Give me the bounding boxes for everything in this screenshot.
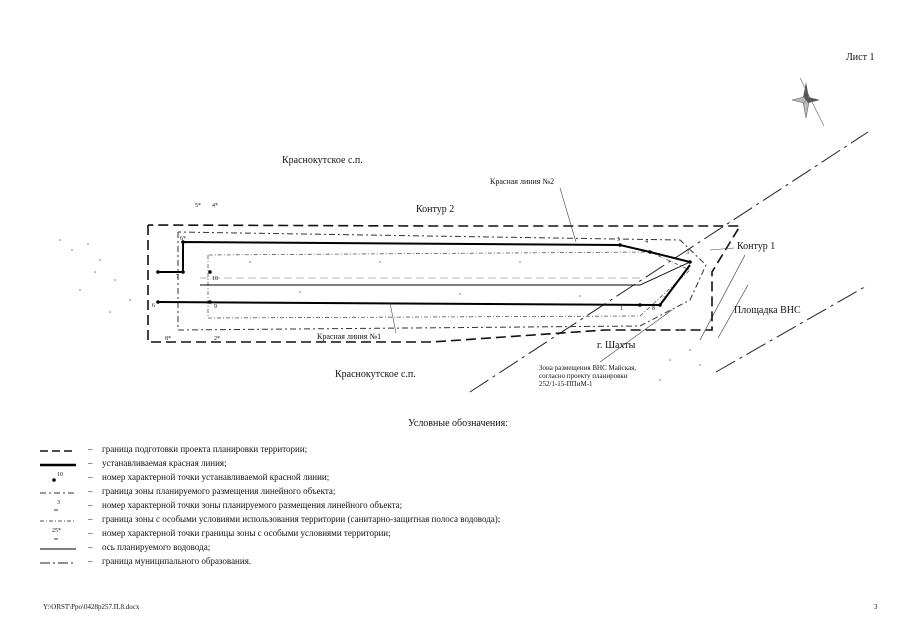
- municipal-boundary-line-2: [715, 284, 869, 373]
- point-label: 6*: [180, 236, 186, 242]
- project-boundary: [147, 224, 742, 343]
- point-label: 3: [686, 250, 689, 256]
- point-label: 8*: [165, 336, 171, 342]
- point-label: 1: [620, 306, 623, 312]
- point-label: 4*: [212, 203, 218, 209]
- legend-item: – граница зоны с особыми условиями испол…: [40, 514, 640, 528]
- point-label: 5*: [195, 203, 201, 209]
- point-label: 7: [176, 274, 179, 280]
- placement-zone-boundary: [177, 231, 707, 331]
- leader-contour-1: [709, 247, 735, 251]
- legend-item: – ось планируемого водовода;: [40, 542, 640, 556]
- legend-item: 10 – номер характерной точки устанавлива…: [40, 472, 640, 486]
- municipal-boundary-line: [469, 131, 869, 393]
- sheet-label: Лист 1: [846, 52, 875, 63]
- legend-sanitary-zone-icon: [40, 520, 76, 522]
- terrain-texture: [59, 239, 701, 381]
- legend-zone-point-icon: [54, 509, 58, 511]
- point-markers: [156, 240, 692, 307]
- legend-title: Условные обозначения:: [408, 418, 509, 429]
- legend-item: – устанавливаемая красная линия;: [40, 458, 640, 472]
- legend-sanitary-point-icon: [54, 538, 58, 540]
- red-line-2: [158, 240, 691, 273]
- city-label: г. Шахты: [597, 340, 636, 351]
- contour-2-label: Контур 2: [416, 204, 455, 215]
- legend-municipal-boundary-icon: [40, 562, 76, 564]
- vns-zone-label: Зона размещения ВНС Майская, согласно пр…: [539, 364, 637, 388]
- legend-red-point-icon: [52, 478, 56, 482]
- leader-red-line-2: [559, 187, 577, 243]
- legend-item: 25* – номер характерной точки границы зо…: [40, 528, 640, 542]
- area-north-label: Краснокутское с.п.: [282, 155, 363, 166]
- point-label: 6: [152, 303, 155, 309]
- legend-pipe-axis-icon: [40, 548, 76, 550]
- pipe-axis: [200, 261, 691, 286]
- legend-item: – граница муниципального образования.: [40, 556, 640, 570]
- red-line-1-label: Красная линия №1: [317, 332, 382, 341]
- footer-page-number: 3: [874, 603, 878, 611]
- legend-item: – граница зоны планируемого размещения л…: [40, 486, 640, 500]
- point-label: 2: [663, 296, 666, 302]
- legend-project-boundary-icon: [40, 450, 76, 452]
- red-line-2-label: Красная линия №2: [490, 177, 555, 186]
- road-edge-line: [699, 254, 746, 341]
- footer-file-path: Y:\ORST\Ppo\0428p257.П.8.docx: [43, 603, 140, 611]
- contour-1-label: Контур 1: [737, 241, 776, 252]
- leader-vns-zone: [599, 309, 673, 363]
- planning-map: [59, 77, 869, 393]
- vns-site-label: Площадка ВНС: [734, 305, 801, 316]
- point-label: 10: [212, 276, 218, 282]
- area-south-label: Краснокутское с.п.: [335, 369, 416, 380]
- sanitary-zone-boundary: [207, 251, 691, 319]
- north-arrow-icon: [791, 77, 825, 127]
- leader-red-line-1: [389, 302, 397, 334]
- legend-item: 3 – номер характерной точки зоны планиру…: [40, 500, 640, 514]
- point-label: 2*: [214, 336, 220, 342]
- road-edge-line-2: [717, 284, 749, 339]
- legend-placement-zone-icon: [40, 492, 76, 494]
- legend-red-line-icon: [40, 463, 76, 467]
- legend-item: – граница подготовки проекта планировки …: [40, 444, 640, 458]
- point-label: 9: [214, 304, 217, 310]
- point-label: 5: [617, 237, 620, 243]
- point-label: 4: [645, 239, 648, 245]
- point-label: 8: [652, 306, 655, 312]
